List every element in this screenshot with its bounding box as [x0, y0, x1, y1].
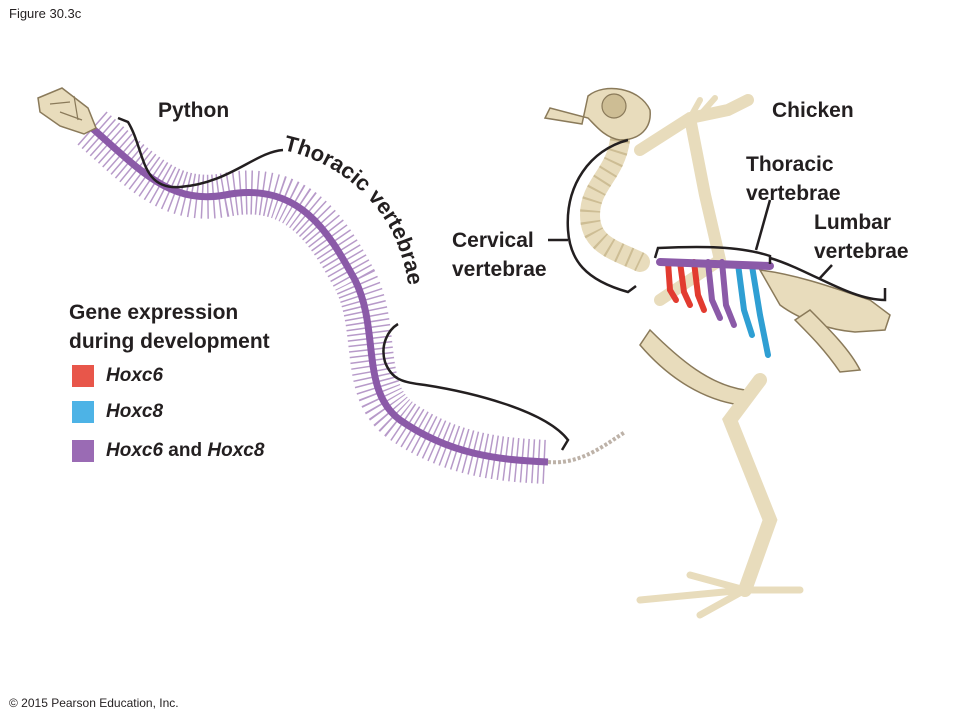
chicken-pelvis [758, 269, 891, 333]
chicken-lumbar-label: Lumbar vertebrae [814, 208, 909, 266]
chicken-cervical-bracket [566, 138, 637, 294]
legend-item-hoxc8: Hoxc8 [72, 400, 163, 424]
chicken-thoracic-line2: vertebrae [746, 182, 841, 205]
swatch-hoxc8 [72, 401, 94, 423]
chicken-thoracic-line1: Thoracic [746, 153, 834, 176]
chicken-skeleton [543, 87, 891, 619]
legend-title-line2: during development [69, 330, 270, 353]
python-tail [547, 430, 627, 465]
chicken-lumbar-bracket [769, 256, 887, 302]
legend-label-hoxc8: Hoxc8 [106, 401, 164, 422]
chicken-title: Chicken [772, 99, 854, 122]
chicken-sternum [639, 328, 746, 406]
legend-item-both: Hoxc6 and Hoxc8 [72, 439, 264, 463]
chicken-thoracic-label: Thoracic vertebrae [746, 150, 841, 208]
legend-label-hoxc6: Hoxc6 [106, 365, 164, 386]
legend-label-both: Hoxc6 and Hoxc8 [106, 440, 265, 461]
chicken-wing [634, 94, 754, 306]
swatch-hoxc6 [72, 365, 94, 387]
chicken-neck [579, 130, 650, 272]
chicken-skull [543, 87, 651, 141]
chicken-leg [722, 373, 778, 597]
chicken-lumbar-line1: Lumbar [814, 211, 892, 234]
python-skeleton [37, 87, 627, 484]
chicken-ribs [656, 258, 774, 358]
chicken-lumbar-line2: vertebrae [814, 240, 909, 263]
legend-title-line1: Gene expression [69, 301, 239, 324]
python-thoracic-bracket-end [382, 322, 570, 451]
copyright: © 2015 Pearson Education, Inc. [9, 696, 179, 710]
python-thoracic-bracket [117, 116, 284, 189]
chicken-cervical-line2: vertebrae [452, 258, 547, 281]
python-skull [37, 87, 97, 135]
legend-item-hoxc6: Hoxc6 [72, 364, 163, 388]
figure-label: Figure 30.3c [9, 6, 82, 21]
python-spine [89, 125, 549, 466]
swatch-both [72, 440, 94, 462]
chicken-cervical-label: Cervical vertebrae [452, 226, 547, 284]
chicken-cervical-line1: Cervical [452, 229, 534, 252]
legend-title: Gene expression during development [69, 298, 270, 356]
chicken-thoracic-bracket [653, 245, 772, 264]
chicken-foot [636, 571, 804, 619]
python-title: Python [158, 99, 230, 122]
